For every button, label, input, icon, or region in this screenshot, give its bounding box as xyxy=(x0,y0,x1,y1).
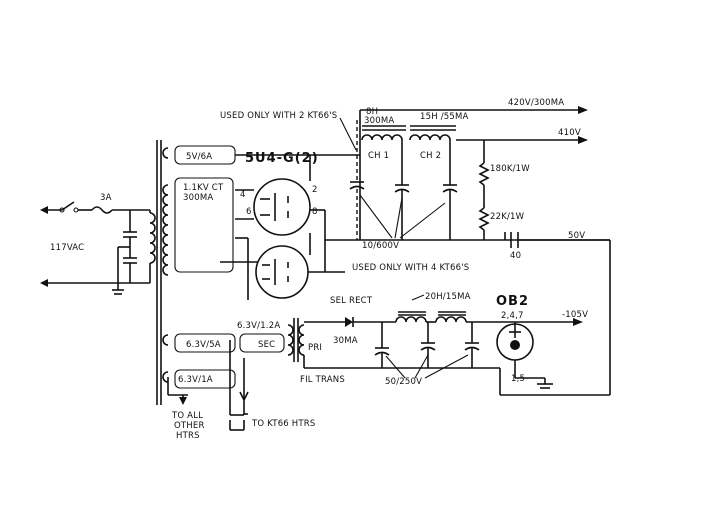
fil-63-5a-label: 6.3V/5A xyxy=(186,340,221,350)
sec-label: SEC xyxy=(258,340,275,350)
fil-5v-label: 5V/6A xyxy=(186,152,212,162)
fil-63-5a-box xyxy=(174,333,236,353)
output-50v-label: 50V xyxy=(568,231,585,241)
output-410v-label: 410V xyxy=(558,128,581,138)
pin-4-label: 4 xyxy=(240,190,246,200)
ob2-label: OB2 xyxy=(496,294,529,309)
pin-8-label: 8 xyxy=(312,207,318,217)
output-rail-420v xyxy=(360,106,588,114)
note-used-2-arrow xyxy=(339,117,357,151)
ch2-value: 15H /55MA xyxy=(420,112,469,122)
pri-label: PRI xyxy=(308,343,322,353)
pin-6-label: 6 xyxy=(246,207,252,217)
ch1-label: CH 1 xyxy=(368,151,389,161)
heater-leads xyxy=(167,340,249,431)
rectifier-wiring xyxy=(220,110,378,300)
output-rail-410v xyxy=(456,136,611,395)
output-105v-label: -105V xyxy=(562,310,588,320)
cap-50-label: 50/250V xyxy=(385,377,422,387)
choke-ch1 xyxy=(361,125,406,141)
r180-label: 180K/1W xyxy=(490,164,530,174)
hv-secondary-label: 1.1KV CT xyxy=(183,183,224,193)
rectifier-tube-2 xyxy=(255,245,309,299)
to-all-line3: HTRS xyxy=(176,431,200,441)
ch1-value: 8H xyxy=(366,107,378,117)
cap-40-label: 40 xyxy=(510,251,521,261)
ob2-pins-top: 2,4,7 xyxy=(501,311,524,321)
rectifier-tube-1 xyxy=(253,178,311,236)
bias-wiring xyxy=(303,311,610,396)
hv-secondary-box xyxy=(174,177,234,273)
fil-63-1a-label: 6.3V/1A xyxy=(178,375,213,385)
ob2-pins-bottom: 1,5 xyxy=(511,374,525,384)
filter-caps xyxy=(349,120,610,241)
choke-20h-label: 20H/15MA xyxy=(425,292,471,302)
ob2-regulator-tube xyxy=(496,322,553,389)
fuse-label: 3A xyxy=(100,193,112,203)
rectifier-tube-label: 5U4-G(2) xyxy=(245,151,319,166)
sel-rect-label: SEL RECT xyxy=(330,296,373,306)
mains-input xyxy=(40,201,151,295)
fil-63-1a-box xyxy=(174,369,236,389)
choke-20h-arrow xyxy=(411,294,425,301)
mains-label: 117VAC xyxy=(50,243,84,253)
to-kt66-label: TO KT66 HTRS xyxy=(251,419,316,429)
hv-secondary-current: 300MA xyxy=(183,193,213,203)
note-used-4: USED ONLY WITH 4 KT66'S xyxy=(352,263,469,273)
fil-transformer xyxy=(239,318,305,362)
to-all-line2: OTHER xyxy=(174,421,205,431)
note-used-2: USED ONLY WITH 2 KT66'S xyxy=(220,111,337,121)
power-transformer xyxy=(149,140,169,405)
r22-label: 22K/1W xyxy=(490,212,525,222)
to-all-line1: TO ALL xyxy=(171,411,203,421)
cap-main-label: 10/600V xyxy=(362,241,399,251)
fil-63-12a-label: 6.3V/1.2A xyxy=(237,321,280,331)
fil-trans-label: FIL TRANS xyxy=(300,375,345,385)
ch1-current: 300MA xyxy=(364,116,394,126)
choke-ch2 xyxy=(409,125,456,141)
ma30-label: 30MA xyxy=(333,336,358,346)
pin-2-label: 2 xyxy=(312,185,318,195)
ch2-label: CH 2 xyxy=(420,151,441,161)
output-420v-label: 420V/300MA xyxy=(508,98,564,108)
